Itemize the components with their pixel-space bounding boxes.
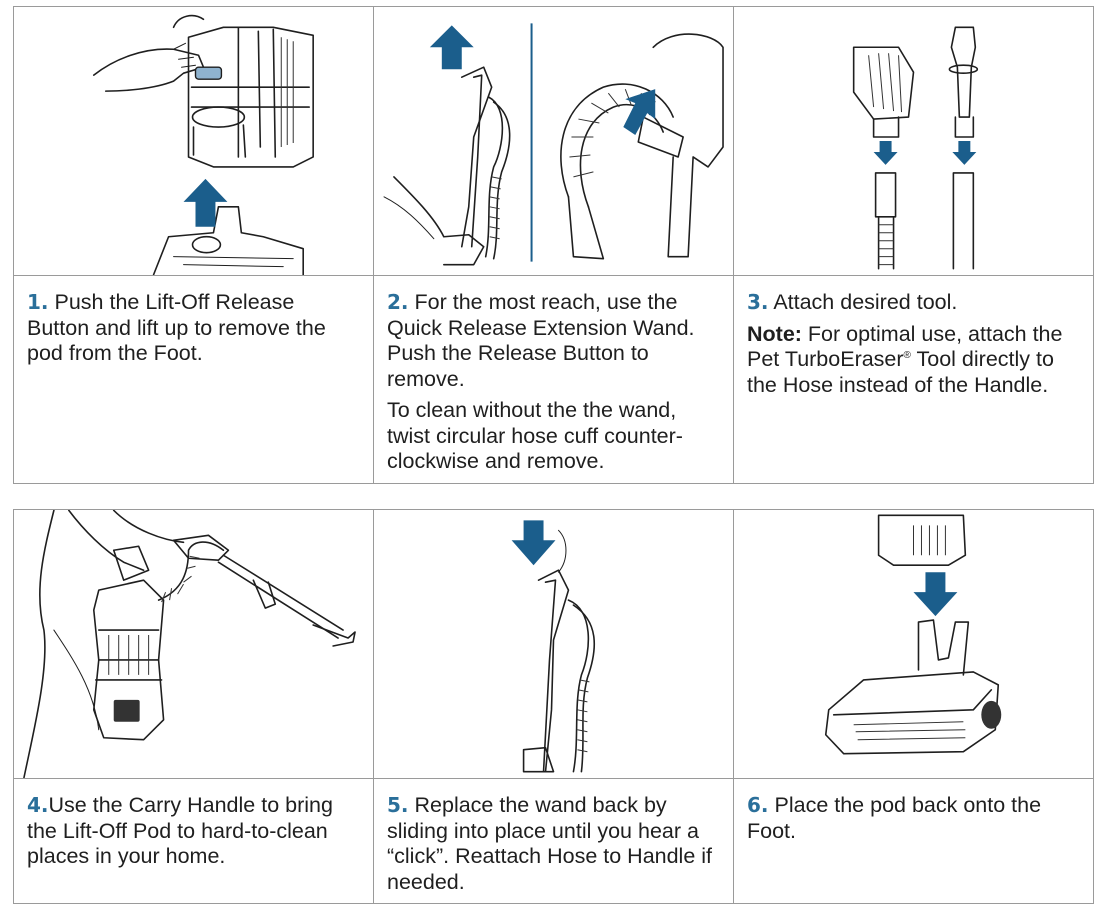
step-1-number: 1.: [27, 290, 49, 314]
step-3-instruction: Attach desired tool.: [773, 290, 958, 314]
wand-release-illustration: [383, 23, 724, 266]
pod-onto-foot-illustration: [824, 514, 1002, 755]
step-6-text: 6. Place the pod back onto the Foot.: [733, 778, 1094, 904]
step-2-instruction: For the most reach, use the Quick Releas…: [387, 290, 695, 391]
step-4-paragraph: 4.Use the Carry Handle to bring the Lift…: [27, 793, 361, 870]
step-3-text: 3. Attach desired tool. Note: For optima…: [733, 275, 1094, 484]
step-6-instruction: Place the pod back onto the Foot.: [747, 793, 1042, 843]
step-4-instruction: Use the Carry Handle to bring the Lift-O…: [27, 793, 333, 868]
lift-off-pod-illustration: [92, 14, 314, 275]
step-2-paragraph-2: To clean without the the wand, twist cir…: [387, 398, 683, 473]
step-3-paragraph: 3. Attach desired tool.: [747, 290, 1081, 316]
note-text-after: Tool directly to the Hose instead of the…: [747, 347, 1054, 397]
registered-mark: ®: [903, 350, 911, 361]
step-5-instruction: Replace the wand back by sliding into pl…: [387, 793, 713, 894]
step-6-illustration: [733, 509, 1094, 779]
note-text-before: For optimal use, attach the Pet TurboEra…: [747, 321, 1063, 372]
note-label: Note:: [747, 321, 802, 346]
step-5-number: 5.: [387, 793, 409, 817]
step-2-text: 2. For the most reach, use the Quick Rel…: [373, 275, 734, 484]
step-6-paragraph: 6. Place the pod back onto the Foot.: [747, 793, 1081, 844]
step-5-text: 5. Replace the wand back by sliding into…: [373, 778, 734, 904]
attach-tool-illustration: [852, 26, 979, 270]
step-4-number: 4.: [27, 793, 49, 817]
step-3-number: 3.: [747, 290, 769, 314]
carry-pod-illustration: [23, 510, 356, 778]
step-1-text: 1. Push the Lift-Off Release Button and …: [13, 275, 374, 484]
step-1-illustration: [13, 6, 374, 276]
step-2-paragraph: 2. For the most reach, use the Quick Rel…: [387, 290, 721, 392]
step-6-number: 6.: [747, 793, 769, 817]
step-3-illustration: [733, 6, 1094, 276]
steps-4-6-table: 4.Use the Carry Handle to bring the Lift…: [13, 509, 1094, 904]
step-4-text: 4.Use the Carry Handle to bring the Lift…: [13, 778, 374, 904]
replace-wand-illustration: [511, 520, 596, 773]
step-5-illustration: [373, 509, 734, 779]
step-2-number: 2.: [387, 290, 409, 314]
step-1-instruction: Push the Lift-Off Release Button and lif…: [27, 290, 326, 365]
step-1-paragraph: 1. Push the Lift-Off Release Button and …: [27, 290, 361, 367]
step-3-note: Note: For optimal use, attach the Pet Tu…: [747, 322, 1081, 399]
step-2-illustration: [373, 6, 734, 276]
step-4-illustration: [13, 509, 374, 779]
steps-1-3-table: 1. Push the Lift-Off Release Button and …: [13, 6, 1094, 484]
step-5-paragraph: 5. Replace the wand back by sliding into…: [387, 793, 721, 895]
